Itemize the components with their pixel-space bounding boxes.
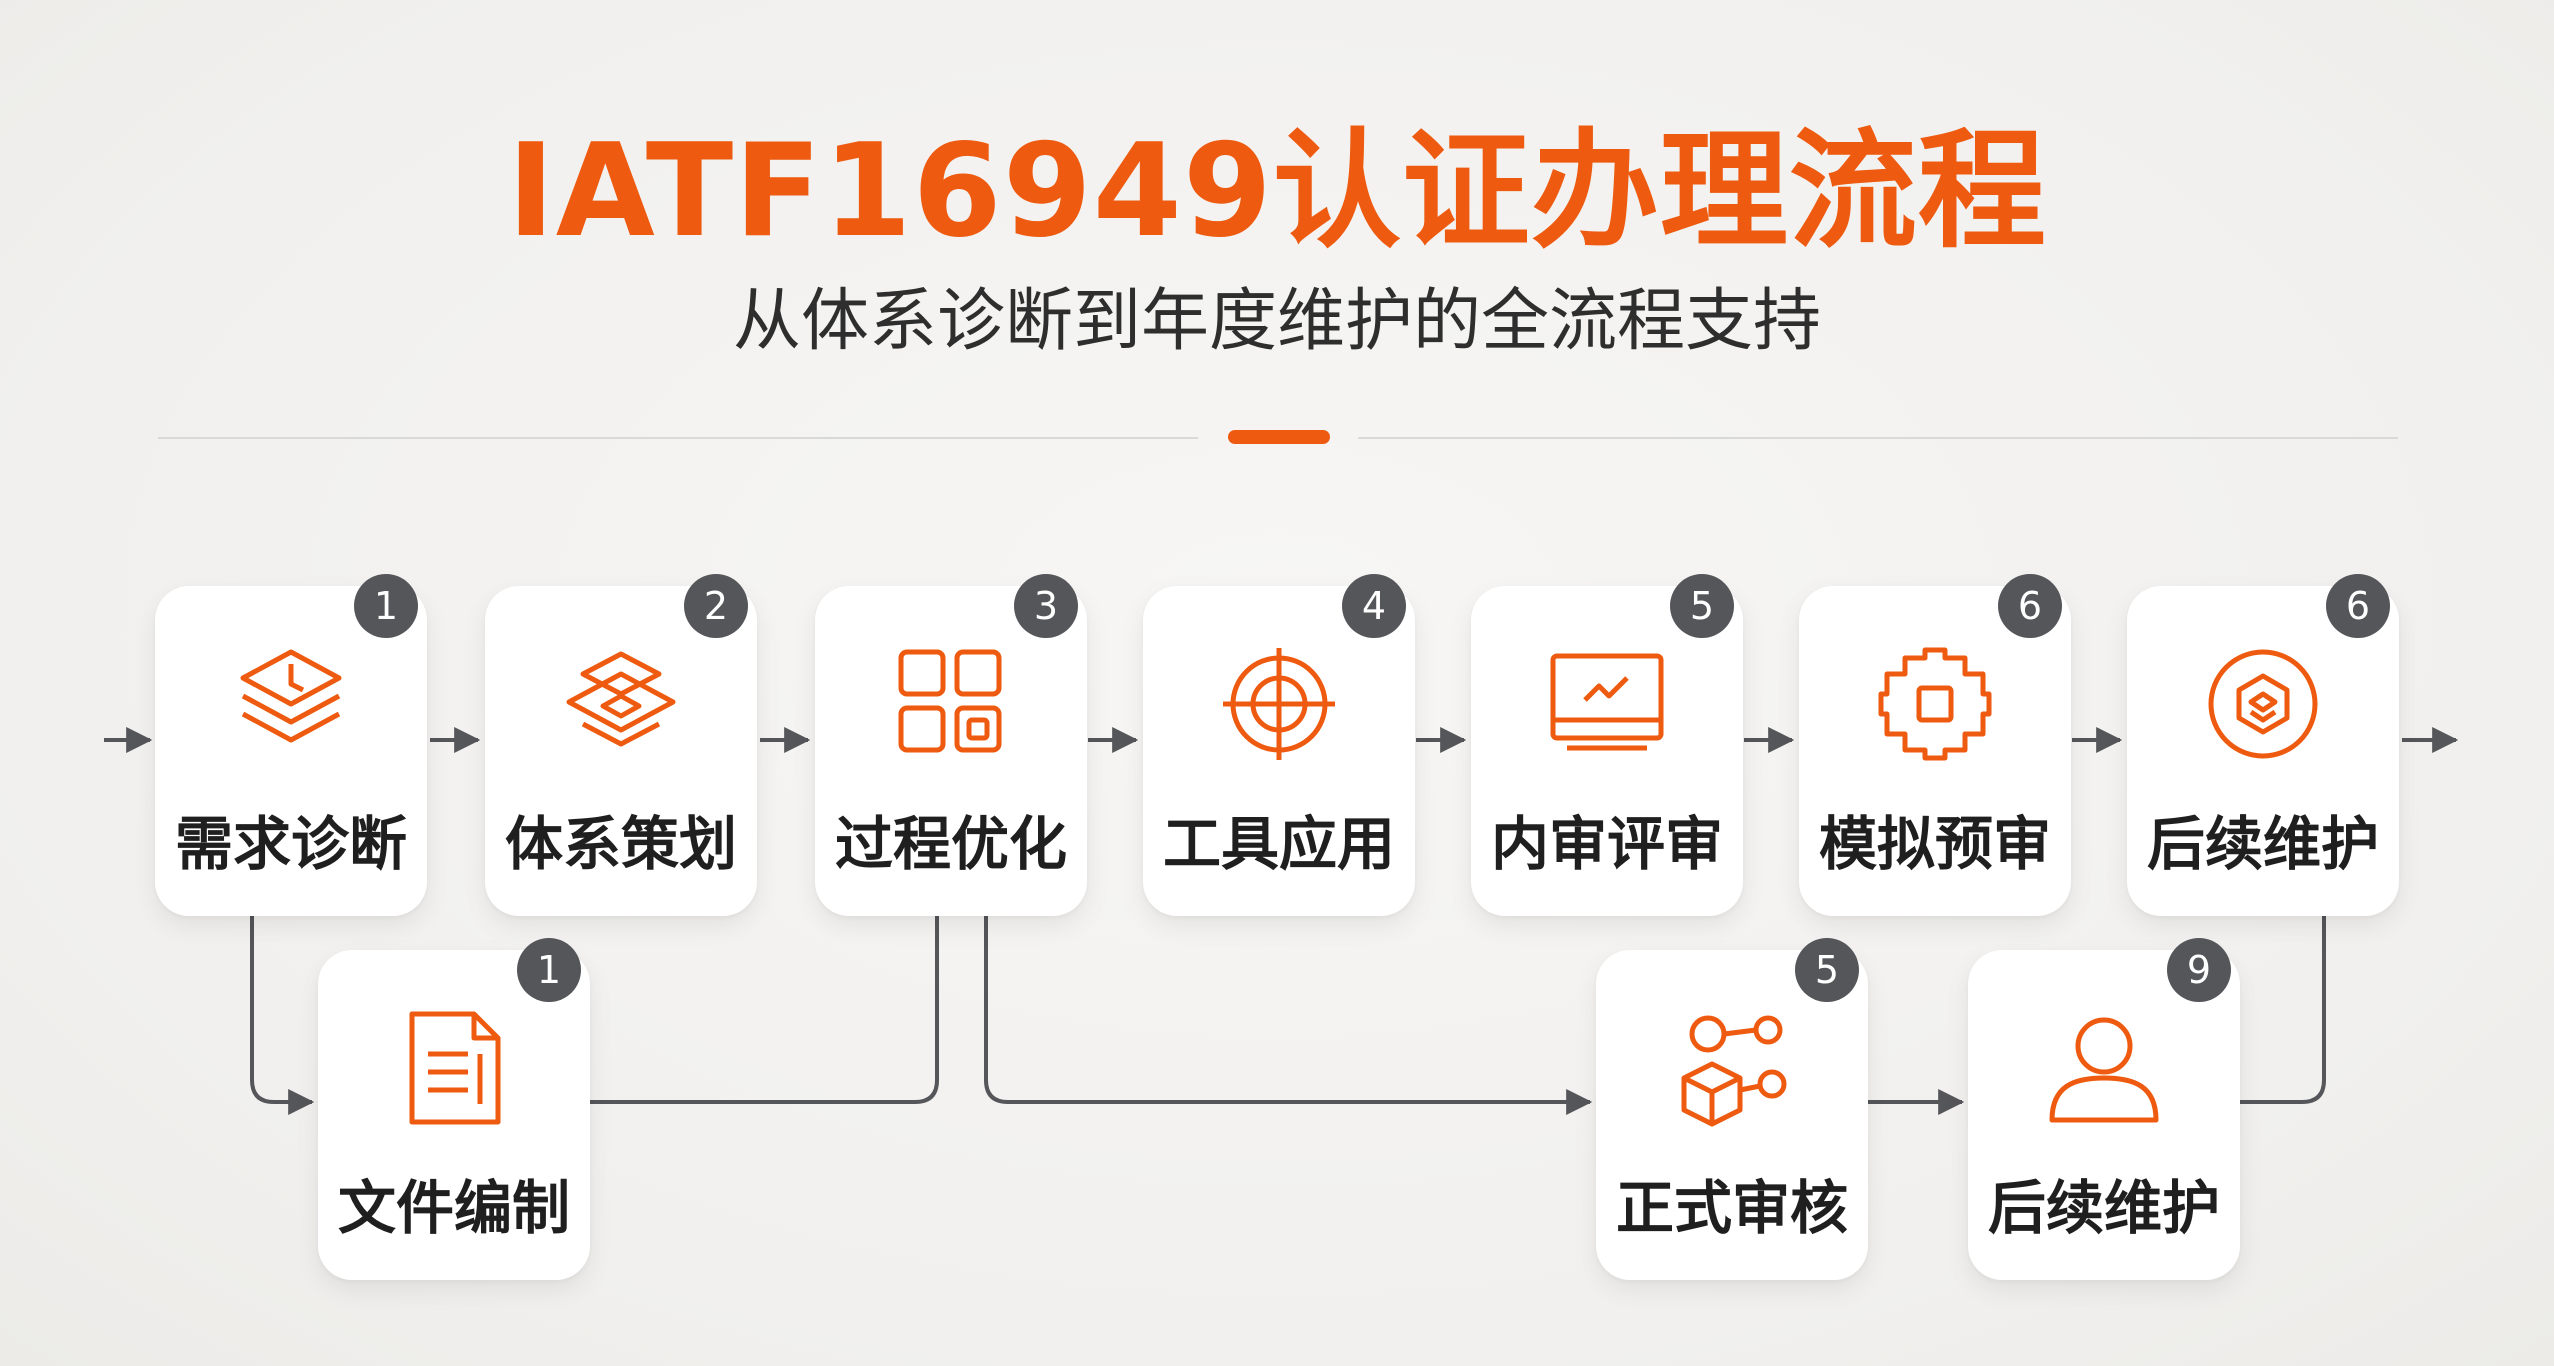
step-node-2[interactable]: 体系策划 [485,586,757,916]
sub-step-badge-doc: 1 [517,938,581,1002]
step-badge-4: 4 [1342,574,1406,638]
target-crosshair-icon [1223,648,1335,760]
hexagon-circle-icon [2208,649,2318,759]
step-node-3[interactable]: 过程优化 [815,586,1087,916]
divider-left [158,437,1198,439]
step-badge-5: 5 [1670,574,1734,638]
step-label: 内审评审 [1490,810,1723,878]
sub-step-badge-audit: 5 [1795,938,1859,1002]
grid-blocks-icon [898,649,1002,753]
step-badge-6: 6 [1998,574,2062,638]
sub-step-badge-maint: 9 [2167,938,2231,1002]
chip-gear-icon [1878,647,1992,761]
step-label: 后续维护 [2146,810,2379,878]
step-label: 后续维护 [1987,1174,2220,1242]
step-node-7[interactable]: 后续维护 [2127,586,2399,916]
page-title: IATF16949认证办理流程 [507,117,2047,266]
step-node-4[interactable]: 工具应用 [1143,586,1415,916]
step-label: 工具应用 [1162,810,1395,878]
step-label: 体系策划 [504,810,737,878]
maint-to-step7 [2240,916,2326,1104]
stack-clock-icon [240,649,342,743]
step-label: 需求诊断 [174,810,407,878]
people-network-icon [1681,1015,1787,1127]
sub-step-node-doc[interactable]: 文件编制 [318,950,590,1280]
divider-right [1358,437,2398,439]
sub-step-node-maint[interactable]: 后续维护 [1968,950,2240,1280]
sub-step-node-audit[interactable]: 正式审核 [1596,950,1868,1280]
doc-to-step3 [590,916,939,1104]
step-badge-2: 2 [684,574,748,638]
step-label: 正式审核 [1615,1174,1848,1242]
page-subtitle: 从体系诊断到年度维护的全流程支持 [732,282,1821,361]
step-badge-1: 1 [354,574,418,638]
step-label: 文件编制 [337,1174,570,1242]
monitor-chart-icon [1550,653,1664,751]
step-node-1[interactable]: 需求诊断 [155,586,427,916]
divider-accent [1228,430,1330,444]
step-badge-7: 6 [2326,574,2390,638]
user-icon [2049,1017,2159,1123]
layers-diamond-icon [566,651,676,747]
step-label: 过程优化 [834,810,1067,878]
step-label: 模拟预审 [1818,810,2051,878]
branch-1-to-doc [250,916,315,1115]
step-node-5[interactable]: 内审评审 [1471,586,1743,916]
step-node-6[interactable]: 模拟预审 [1799,586,2071,916]
step3-to-audit [984,916,1593,1115]
step-badge-3: 3 [1014,574,1078,638]
document-icon [409,1011,501,1125]
